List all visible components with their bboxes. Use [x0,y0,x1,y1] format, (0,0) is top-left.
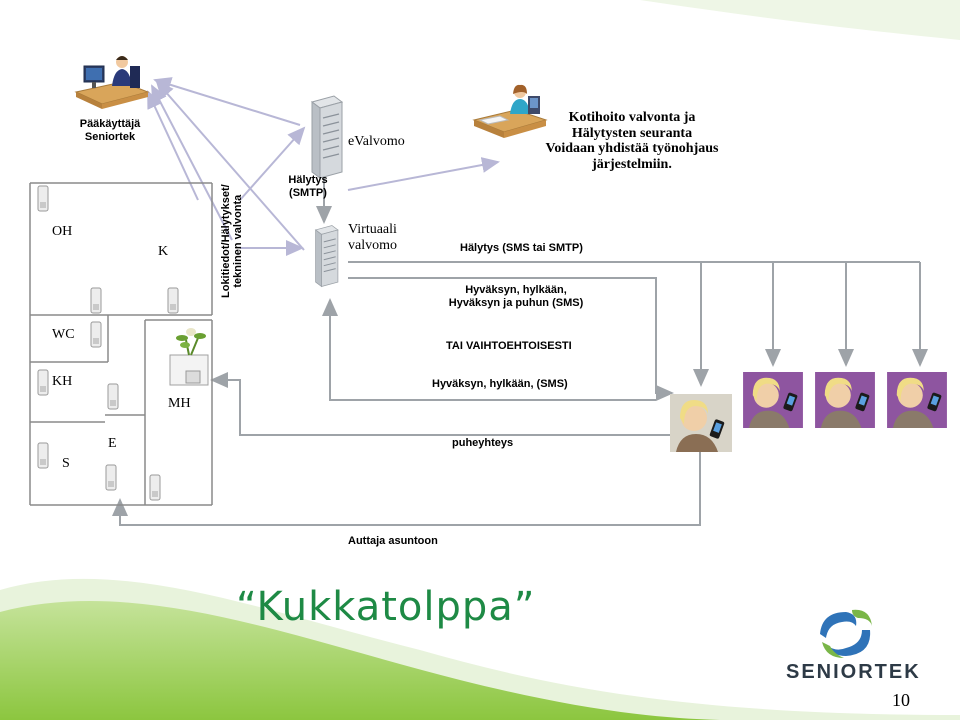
flower-pot-icon [169,328,209,386]
helper-label: Auttaja asuntoon [348,535,438,547]
caregiver-phone-icon [887,372,947,428]
admin-label: Pääkäyttäjä Seniortek [79,118,141,143]
room-s-label: S [62,456,70,471]
alarm-sms-label: Hälytys (SMS tai SMTP) [460,242,583,254]
room-wc-label: WC [52,327,75,342]
line-sensor-admin [151,84,233,241]
line-house-server [239,126,306,201]
brand-name: SENIORTEK [786,661,921,683]
server-icon [314,225,339,288]
room-e-label: E [108,436,117,451]
slide-title: “Kukkatolppa” [236,584,536,630]
admin-workstation-icon [74,56,150,109]
caregiver-phone-icon [670,394,732,452]
accept-call-label: Hyväksyn, hylkään, Hyväksyn ja puhun (SM… [448,284,584,309]
alternatively-label: TAI VAIHTOEHTOISESTI [446,340,572,352]
line-evalvomo-operator [347,157,500,191]
seniortek-logo-icon [820,609,872,658]
line-virtual-admin [155,80,305,251]
line-k-admin [147,90,199,201]
room-oh-label: OH [52,224,73,239]
alarm-smtp-label: Hälytys (SMTP) [288,174,328,199]
evalvomo-label: eValvomo [348,134,405,149]
log-vertical-label: Lokitiedot/Hälytykset/ tekninen valvonta [220,184,245,298]
caregiver-phone-icon [743,372,803,428]
room-k-label: K [158,244,169,259]
page-number: 10 [892,690,910,710]
line-helper [112,452,701,526]
room-mh-label: MH [168,396,191,411]
homecare-label: Kotihoito valvonta ja Hälytysten seurant… [545,110,719,173]
caregiver-phone-icon [815,372,875,428]
room-kh-label: KH [52,374,73,389]
server-icon [310,95,344,179]
line-accept-call [348,277,674,401]
virtual-monitoring-label: Virtuaali valvomo [348,222,397,254]
call-label: puheyhteys [452,437,514,449]
line-accept-sms [322,298,656,401]
line-server-admin [153,77,301,126]
operator-workstation-icon [472,84,548,138]
accept-sms-label: Hyväksyn, hylkään, (SMS) [432,378,568,390]
